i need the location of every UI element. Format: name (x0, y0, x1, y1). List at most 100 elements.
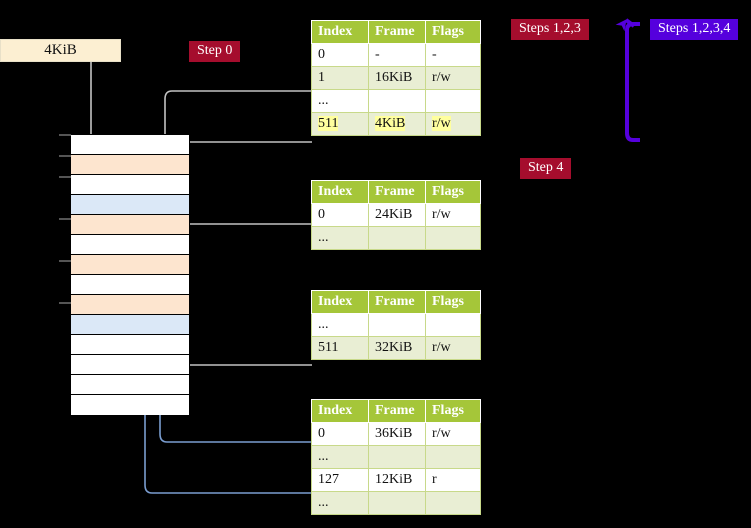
table-cell (368, 313, 426, 337)
column-header-index: Index (311, 180, 369, 204)
table-cell (425, 89, 481, 113)
table-cell: 4KiB (368, 112, 426, 136)
virtual-page-box: 4KiB (0, 39, 121, 62)
column-header-flags: Flags (425, 290, 481, 314)
table-row: ... (311, 313, 481, 337)
wire-table0-row511-to-memory (180, 141, 312, 156)
column-header-frame: Frame (368, 399, 426, 423)
table-row: ... (311, 226, 481, 250)
column-header-flags: Flags (425, 180, 481, 204)
badge-step-4: Step 4 (520, 158, 572, 179)
purple-bracket-arrow (615, 18, 640, 142)
memory-row (71, 355, 189, 375)
table-cell: 1 (311, 66, 369, 90)
table-row: ... (311, 491, 481, 515)
table-cell: ... (311, 226, 369, 250)
table-cell (425, 491, 481, 515)
column-header-frame: Frame (368, 290, 426, 314)
table-cell (368, 89, 426, 113)
physical-memory-column (70, 134, 190, 415)
wire-table3-row0-to-memory (152, 336, 312, 443)
memory-row (71, 155, 189, 175)
memory-row (71, 195, 189, 215)
table-cell: r/w (425, 336, 481, 360)
table-cell: r (425, 468, 481, 492)
column-header-index: Index (311, 20, 369, 44)
memory-row (71, 215, 189, 235)
table-cell: 16KiB (368, 66, 426, 90)
wire-table3-row127-to-memory (137, 214, 312, 494)
memory-row (71, 335, 189, 355)
column-header-frame: Frame (368, 180, 426, 204)
table-cell (425, 226, 481, 250)
table-cell: 511 (311, 112, 369, 136)
table-row: ... (311, 89, 481, 113)
table-cell: - (425, 43, 481, 67)
table-cell: 12KiB (368, 468, 426, 492)
memory-row (71, 315, 189, 335)
memory-tick (59, 155, 71, 157)
badge-steps-1234: Steps 1,2,3,4 (650, 19, 739, 40)
column-header-index: Index (311, 399, 369, 423)
table-cell (368, 226, 426, 250)
badge-step-0: Step 0 (189, 41, 241, 62)
memory-tick (59, 302, 71, 304)
table-cell: - (368, 43, 426, 67)
table-cell: r/w (425, 203, 481, 227)
table-cell: 127 (311, 468, 369, 492)
table-cell: r/w (425, 112, 481, 136)
memory-row (71, 175, 189, 195)
memory-tick (59, 218, 71, 220)
table-cell: ... (311, 313, 369, 337)
memory-row (71, 375, 189, 395)
table-cell (425, 445, 481, 469)
memory-row (71, 395, 189, 415)
table-cell: 0 (311, 43, 369, 67)
table-cell: 0 (311, 422, 369, 446)
memory-row (71, 235, 189, 255)
column-header-frame: Frame (368, 20, 426, 44)
memory-tick (59, 176, 71, 178)
table-cell (368, 491, 426, 515)
memory-row (71, 255, 189, 275)
table-cell: r/w (425, 66, 481, 90)
table-cell: 36KiB (368, 422, 426, 446)
table-cell: ... (311, 491, 369, 515)
column-header-flags: Flags (425, 20, 481, 44)
table-cell (425, 313, 481, 337)
memory-tick (59, 260, 71, 262)
badge-steps-123: Steps 1,2,3 (511, 19, 589, 40)
wire-table2-row511-to-memory (174, 306, 312, 366)
memory-row (71, 135, 189, 155)
table-cell: 24KiB (368, 203, 426, 227)
column-header-flags: Flags (425, 399, 481, 423)
wire-table1-row0-to-memory (180, 223, 312, 256)
table-row: ... (311, 445, 481, 469)
memory-tick (59, 134, 71, 136)
table-cell: 0 (311, 203, 369, 227)
table-cell (368, 445, 426, 469)
table-cell: 511 (311, 336, 369, 360)
table-cell: ... (311, 445, 369, 469)
table-cell: 32KiB (368, 336, 426, 360)
memory-row (71, 295, 189, 315)
wire-table0-row1-to-memory (164, 90, 312, 214)
table-cell: r/w (425, 422, 481, 446)
table-cell: ... (311, 89, 369, 113)
memory-row (71, 275, 189, 295)
